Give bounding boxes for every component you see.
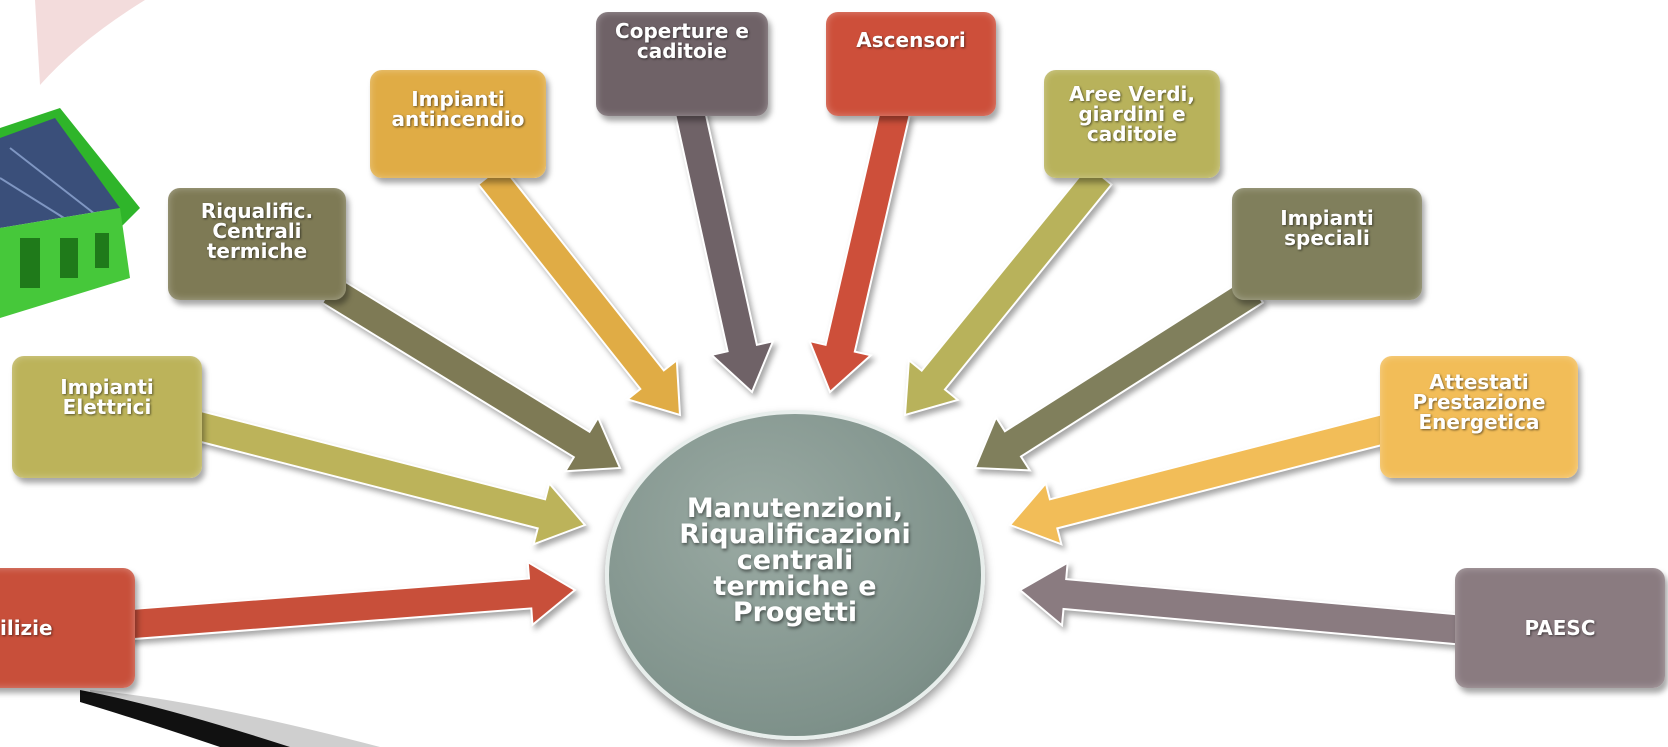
- solar-house-icon: [0, 108, 140, 318]
- node-label: PAESC: [1524, 616, 1596, 640]
- node-impianti-speciali: Impianti speciali: [1232, 188, 1422, 300]
- node-label: Attestati Prestazione Energetica: [1412, 370, 1546, 434]
- node-label: Impianti speciali: [1280, 206, 1374, 250]
- arrow-9: [1018, 560, 1468, 646]
- node-label: Ascensori: [856, 28, 966, 52]
- center-label: Manutenzioni, Riqualificazioni centrali …: [679, 493, 911, 628]
- node-label: Edilizie: [0, 616, 53, 640]
- arrow-4: [674, 107, 775, 394]
- node-label: Impianti Elettrici: [60, 375, 154, 419]
- node-label: Riqualific. Centrali termiche: [200, 199, 314, 263]
- node-paesc: PAESC: [1455, 568, 1665, 688]
- node-coperture-caditoie: Coperture e caditoie: [596, 12, 768, 116]
- node-impianti-antincendio: Impianti antincendio: [370, 70, 546, 178]
- arrow-1: [190, 409, 587, 546]
- arrow-5: [807, 107, 911, 394]
- arrow-0: [117, 560, 577, 642]
- arrow-3: [476, 164, 682, 417]
- node-edilizie: Edilizie: [0, 568, 135, 688]
- green-house-image: [0, 88, 158, 336]
- node-attestati-prestazione: Attestati Prestazione Energetica: [1380, 356, 1578, 478]
- node-aree-verdi: Aree Verdi, giardini e caditoie: [1044, 70, 1220, 178]
- center-node: Manutenzioni, Riqualificazioni centrali …: [605, 410, 985, 740]
- node-impianti-elettrici: Impianti Elettrici: [12, 356, 202, 478]
- node-riqualific-centrali: Riqualific. Centrali termiche: [168, 188, 346, 300]
- arrow-2: [320, 275, 622, 473]
- node-label: Impianti antincendio: [391, 87, 525, 131]
- node-label: Aree Verdi, giardini e caditoie: [1068, 82, 1195, 146]
- node-ascensori: Ascensori: [826, 12, 996, 116]
- arrow-7: [973, 275, 1265, 472]
- arrow-6: [903, 164, 1114, 417]
- arrow-8: [1008, 409, 1405, 546]
- node-label: Coperture e caditoie: [615, 19, 749, 63]
